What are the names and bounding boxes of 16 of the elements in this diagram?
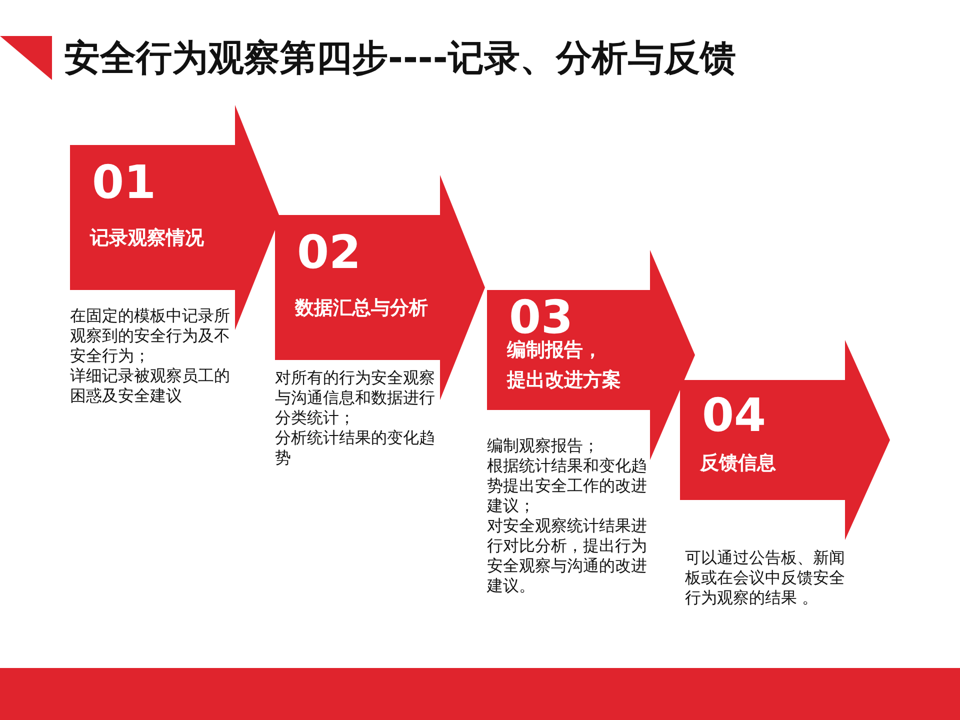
step-title: 数据汇总与分析 [295, 296, 429, 321]
step-description: 在固定的模板中记录所观察到的安全行为及不安全行为； [70, 306, 231, 366]
step-description: 对安全观察统计结果进行对比分析，提出行为安全观察与沟通的改进建议。 [487, 516, 648, 596]
step-number: 02 [297, 227, 362, 277]
step-description: 详细记录被观察员工的困惑及安全建议 [70, 366, 231, 406]
step-description: 编制观察报告； [487, 436, 600, 456]
step-number: 04 [702, 390, 766, 440]
step-title: 反馈信息 [700, 451, 777, 476]
step-description: 根据统计结果和变化趋势提出安全工作的改进建议； [487, 456, 648, 516]
step-description: 分析统计结果的变化趋势 [275, 428, 436, 468]
step-title: 编制报告，提出改进方案 [507, 338, 622, 393]
step-title: 记录观察情况 [90, 226, 205, 251]
slide-title: 安全行为观察第四步----记录、分析与反馈 [64, 37, 736, 81]
step-number: 01 [92, 157, 156, 207]
step-description: 可以通过公告板、新闻板或在会议中反馈安全行为观察的结果 。 [685, 548, 846, 608]
step-description: 对所有的行为安全观察与沟通信息和数据进行分类统计； [275, 368, 436, 428]
